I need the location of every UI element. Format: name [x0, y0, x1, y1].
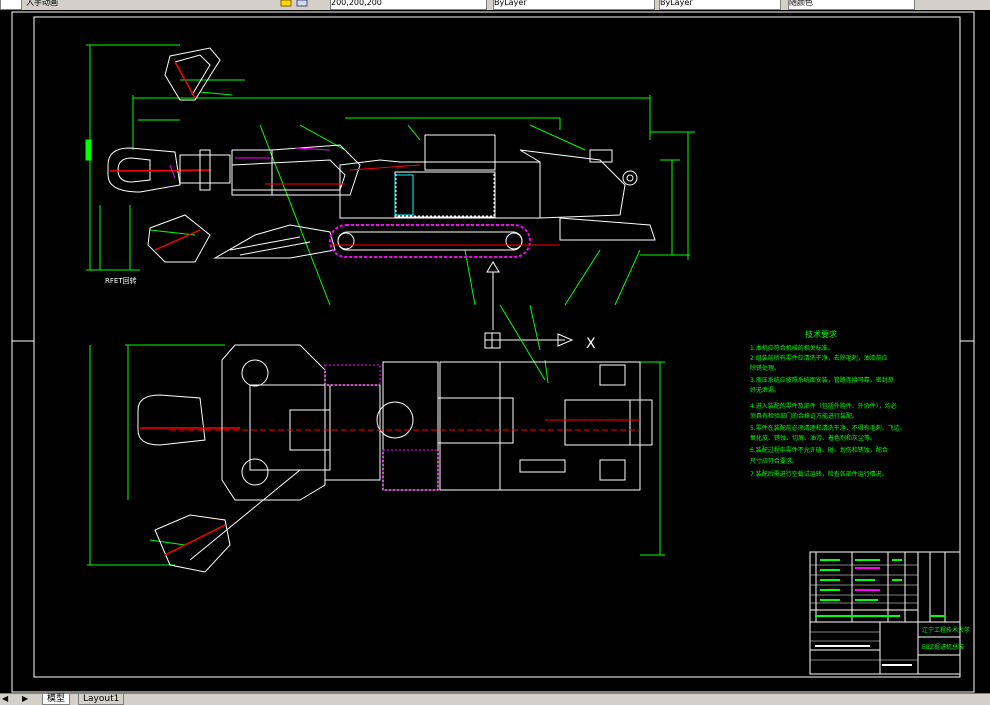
- note-line: 好无泄漏。: [750, 386, 780, 394]
- notes-title: 技术要求: [805, 329, 837, 339]
- plan-view: [87, 304, 665, 573]
- outer-frame: [11, 11, 975, 693]
- cad-drawing[interactable]: RFET回转 X: [0, 10, 990, 693]
- title-block-drawing-name: EBZ掘进机总装: [922, 643, 964, 651]
- note-line: 5.零件在装配前必须清理和清洗干净，不得有毛刺、飞边、: [750, 424, 906, 432]
- technical-notes: 技术要求 1.本机应符合机械的相关标准。 2.组装前所有零件应清洗干净，去除毛刺…: [750, 329, 906, 478]
- title-block-school: 辽宁工程技术大学: [922, 626, 970, 634]
- side-view: [85, 44, 695, 330]
- note-line: 除锈处理。: [750, 364, 780, 372]
- note-line: 须具有检验部门的合格证方能进行装配。: [750, 412, 858, 420]
- layer-properties-icon[interactable]: [296, 0, 308, 8]
- linetype-select[interactable]: ByLayer: [493, 0, 655, 10]
- tab-layout1[interactable]: Layout1: [78, 694, 125, 705]
- ucs-icon: [484, 332, 574, 349]
- note-line: 6.装配过程中零件不允许磕、碰、划伤和锈蚀，配合: [750, 446, 888, 454]
- workspace-label[interactable]: 入手动画: [26, 0, 256, 9]
- inner-frame: [33, 16, 961, 678]
- note-line: 7.装配后需进行空载试运转，检查各部件运行情况。: [750, 470, 888, 478]
- layer-state-control[interactable]: [0, 0, 22, 10]
- layout-tabbar: ◀ ▶ 模型 Layout1: [0, 693, 990, 705]
- tab-model[interactable]: 模型: [42, 694, 71, 705]
- layer-select[interactable]: 200,200,200: [330, 0, 487, 10]
- drawing-canvas[interactable]: RFET回转 X: [0, 10, 990, 693]
- note-line: 2.组装前所有零件应清洗干净，去除毛刺，油漆前应: [750, 354, 888, 362]
- title-block: [809, 551, 961, 675]
- ucs-x-label: X: [586, 336, 596, 352]
- tab-nav-next-button[interactable]: ▶: [22, 694, 29, 703]
- note-line: 3.液压系统应按照系统图安装，管路连接可靠，密封良: [750, 376, 894, 384]
- layer-icon[interactable]: [280, 0, 292, 8]
- note-line: 1.本机应符合机械的相关标准。: [750, 344, 834, 352]
- dimension-label: RFET回转: [105, 276, 137, 285]
- lineweight-select[interactable]: ByLayer: [659, 0, 781, 10]
- tab-nav-prev-button[interactable]: ◀: [2, 694, 9, 703]
- note-line: 尺寸应符合要求。: [750, 457, 798, 465]
- note-line: 氧化皮、锈蚀、切屑、油污、着色剂和灰尘等。: [750, 434, 876, 442]
- plotstyle-select[interactable]: 随颜色: [788, 0, 915, 10]
- note-line: 4.进入装配的零件及部件（包括外购件、外协件），均必: [750, 402, 897, 410]
